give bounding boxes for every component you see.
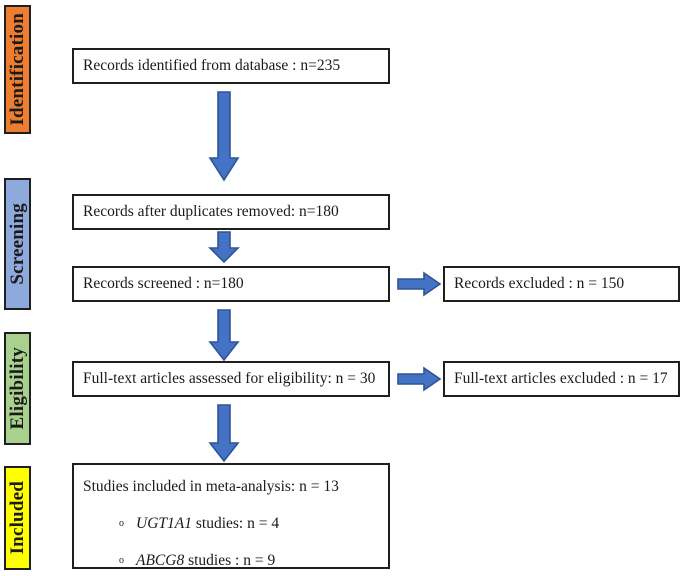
box-fulltext-excluded: Full-text articles excluded : n = 17 — [443, 361, 680, 397]
bullet-circle-icon: o — [119, 518, 124, 530]
bullet-circle-icon: o — [119, 555, 124, 567]
box-records-screened: Records screened : n=180 — [72, 266, 390, 302]
stage-label-eligibility-text: Eligibility — [7, 347, 28, 430]
included-sub-item-abcg8: o ABCG8 studies : n = 9 — [83, 552, 379, 570]
box-records-excluded-text: Records excluded : n = 150 — [454, 275, 625, 293]
included-sub-item-abcg8-rest: studies : n = 9 — [184, 552, 276, 570]
arrow-identified-to-duplicates — [206, 91, 242, 182]
stage-label-screening: Screening — [4, 178, 31, 310]
arrow-fulltext-to-included — [206, 404, 242, 463]
stage-label-eligibility: Eligibility — [4, 332, 31, 445]
box-fulltext-assessed: Full-text articles assessed for eligibil… — [72, 361, 390, 397]
stage-label-included-text: Included — [7, 481, 28, 555]
stage-label-included: Included — [4, 466, 31, 570]
box-fulltext-excluded-text: Full-text articles excluded : n = 17 — [454, 370, 668, 388]
box-duplicates-removed: Records after duplicates removed: n=180 — [72, 194, 390, 230]
included-sub-list: o UGT1A1 studies: n = 4 o ABCG8 studies … — [83, 496, 379, 570]
box-records-identified-text: Records identified from database : n=235 — [83, 57, 341, 75]
arrow-duplicates-to-screened — [206, 231, 242, 264]
included-sub-item-ugt1a1-rest: studies: n = 4 — [191, 515, 280, 533]
arrow-screened-to-excluded — [397, 271, 442, 297]
box-records-identified: Records identified from database : n=235 — [72, 48, 390, 84]
box-records-excluded: Records excluded : n = 150 — [443, 266, 680, 302]
gene-name-abcg8: ABCG8 — [136, 552, 185, 570]
arrow-screened-to-fulltext — [206, 309, 242, 362]
gene-name-ugt1a1: UGT1A1 — [136, 515, 192, 533]
arrow-fulltext-to-excluded — [397, 366, 442, 392]
box-records-screened-text: Records screened : n=180 — [83, 275, 244, 293]
stage-label-identification-text: Identification — [7, 13, 28, 126]
stage-label-screening-text: Screening — [7, 203, 28, 285]
stage-label-identification: Identification — [4, 5, 31, 134]
box-studies-included: Studies included in meta-analysis: n = 1… — [72, 463, 390, 569]
included-sub-item-ugt1a1: o UGT1A1 studies: n = 4 — [83, 515, 379, 533]
box-fulltext-assessed-text: Full-text articles assessed for eligibil… — [83, 370, 376, 388]
box-duplicates-removed-text: Records after duplicates removed: n=180 — [83, 203, 339, 221]
box-studies-included-text: Studies included in meta-analysis: n = 1… — [83, 478, 339, 495]
